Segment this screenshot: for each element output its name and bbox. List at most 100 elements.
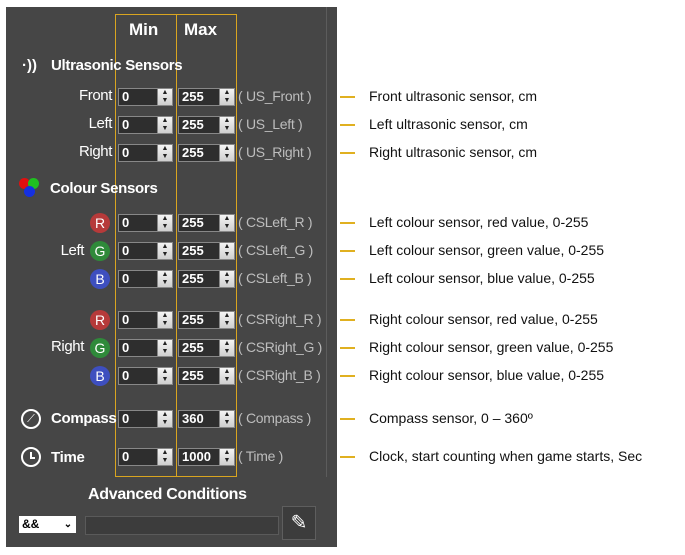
min-spinbox[interactable]: 0▲▼ [118,311,173,329]
max-value[interactable]: 255 [179,340,219,356]
callout-line [340,278,355,280]
callout-note: Left colour sensor, red value, 0-255 [369,214,589,230]
spin-arrows-icon[interactable]: ▲▼ [219,215,234,231]
time-label: Time [51,449,85,466]
max-value[interactable]: 255 [179,215,219,231]
advanced-conditions-title: Advanced Conditions [88,486,247,503]
spin-arrows-icon[interactable]: ▲▼ [157,215,172,231]
variable-name: ( US_Right ) [238,144,312,160]
spin-arrows-icon[interactable]: ▲▼ [157,271,172,287]
variable-name: ( CSRight_R ) [238,311,322,327]
callout-note: Right colour sensor, green value, 0-255 [369,339,614,355]
max-header: Max [184,20,218,39]
max-value[interactable]: 255 [179,117,219,133]
clock-icon [21,447,41,467]
callout-line [340,152,355,154]
operator-value: && [22,517,40,531]
spin-arrows-icon[interactable]: ▲▼ [157,411,172,427]
callout-line [340,250,355,252]
callout-line [340,418,355,420]
min-value[interactable]: 0 [119,145,157,161]
min-spinbox[interactable]: 0▲▼ [118,116,173,134]
variable-name: ( US_Left ) [238,116,303,132]
panel-divider [326,7,327,477]
spin-arrows-icon[interactable]: ▲▼ [219,312,234,328]
spin-arrows-icon[interactable]: ▲▼ [219,145,234,161]
callout-note: Left colour sensor, blue value, 0-255 [369,270,595,286]
max-value[interactable]: 255 [179,243,219,259]
spin-arrows-icon[interactable]: ▲▼ [219,117,234,133]
spin-arrows-icon[interactable]: ▲▼ [157,340,172,356]
spin-arrows-icon[interactable]: ▲▼ [157,145,172,161]
callout-line [340,456,355,458]
spin-arrows-icon[interactable]: ▲▼ [219,340,234,356]
variable-name: ( Compass ) [238,410,311,426]
min-value[interactable]: 0 [119,89,157,105]
variable-name: ( Time ) [238,448,284,464]
max-value[interactable]: 255 [179,145,219,161]
min-spinbox[interactable]: 0▲▼ [118,214,173,232]
spin-arrows-icon[interactable]: ▲▼ [157,117,172,133]
min-spinbox[interactable]: 0▲▼ [118,88,173,106]
min-value[interactable]: 0 [119,312,157,328]
max-spinbox[interactable]: 255▲▼ [178,339,235,357]
min-value[interactable]: 0 [119,411,157,427]
channel-badge-r: R [90,310,110,330]
min-spinbox[interactable]: 0▲▼ [118,144,173,162]
max-value[interactable]: 255 [179,271,219,287]
variable-name: ( CSLeft_R ) [238,214,313,230]
row-label: Left [88,115,113,132]
row-label: Right [78,143,112,160]
spin-arrows-icon[interactable]: ▲▼ [157,368,172,384]
spin-arrows-icon[interactable]: ▲▼ [157,449,172,465]
channel-badge-g: G [90,338,110,358]
min-spinbox[interactable]: 0▲▼ [118,448,173,466]
callout-line [340,96,355,98]
spin-arrows-icon[interactable]: ▲▼ [219,271,234,287]
min-value[interactable]: 0 [119,117,157,133]
compass-icon: ⟋ [21,409,41,429]
max-value[interactable]: 255 [179,368,219,384]
operator-select[interactable]: && ⌄ [19,516,76,533]
spin-arrows-icon[interactable]: ▲▼ [219,368,234,384]
edit-conditions-button[interactable]: ✎ [282,506,316,540]
max-value[interactable]: 255 [179,312,219,328]
min-spinbox[interactable]: 0▲▼ [118,339,173,357]
min-value[interactable]: 0 [119,243,157,259]
spin-arrows-icon[interactable]: ▲▼ [219,411,234,427]
channel-badge-b: B [90,366,110,386]
max-spinbox[interactable]: 255▲▼ [178,116,235,134]
max-spinbox[interactable]: 1000▲▼ [178,448,235,466]
spin-arrows-icon[interactable]: ▲▼ [157,89,172,105]
min-spinbox[interactable]: 0▲▼ [118,367,173,385]
spin-arrows-icon[interactable]: ▲▼ [157,312,172,328]
min-value[interactable]: 0 [119,215,157,231]
max-spinbox[interactable]: 360▲▼ [178,410,235,428]
max-value[interactable]: 1000 [179,449,219,465]
max-spinbox[interactable]: 255▲▼ [178,214,235,232]
callout-note: Left ultrasonic sensor, cm [369,116,528,132]
max-spinbox[interactable]: 255▲▼ [178,311,235,329]
min-value[interactable]: 0 [119,271,157,287]
max-spinbox[interactable]: 255▲▼ [178,242,235,260]
advanced-expression-input[interactable] [85,516,279,535]
max-spinbox[interactable]: 255▲▼ [178,88,235,106]
max-spinbox[interactable]: 255▲▼ [178,367,235,385]
spin-arrows-icon[interactable]: ▲▼ [219,449,234,465]
spin-arrows-icon[interactable]: ▲▼ [219,243,234,259]
spin-arrows-icon[interactable]: ▲▼ [219,89,234,105]
spin-arrows-icon[interactable]: ▲▼ [157,243,172,259]
variable-name: ( CSRight_B ) [238,367,321,383]
max-value[interactable]: 360 [179,411,219,427]
min-spinbox[interactable]: 0▲▼ [118,410,173,428]
min-spinbox[interactable]: 0▲▼ [118,270,173,288]
min-spinbox[interactable]: 0▲▼ [118,242,173,260]
min-value[interactable]: 0 [119,340,157,356]
min-value[interactable]: 0 [119,449,157,465]
max-spinbox[interactable]: 255▲▼ [178,144,235,162]
max-spinbox[interactable]: 255▲▼ [178,270,235,288]
max-value[interactable]: 255 [179,89,219,105]
chevron-down-icon: ⌄ [63,519,73,530]
min-value[interactable]: 0 [119,368,157,384]
variable-name: ( US_Front ) [238,88,312,104]
